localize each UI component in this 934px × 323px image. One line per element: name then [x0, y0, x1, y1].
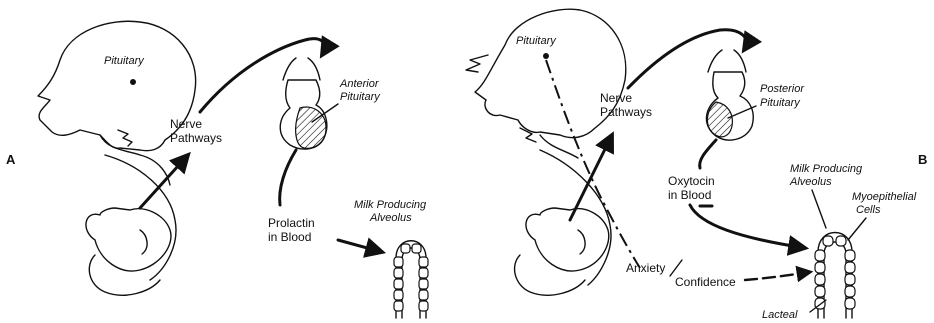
panel-a-alveolus-label-1: Milk Producing: [354, 199, 427, 211]
panel-b-cells-label-1: Myoepithelial: [852, 191, 917, 203]
panel-a-baby-arm: [89, 255, 160, 295]
panel-b-alveolus-label-1: Milk Producing: [790, 163, 863, 175]
panel-a-blood-line: [280, 150, 296, 205]
panel-b-alveolus: [815, 233, 855, 319]
panel-b-cells-label-2: Cells: [856, 204, 881, 216]
panel-b-signal-curve: [628, 30, 747, 88]
panel-b-alveolus-leader: [812, 190, 826, 228]
panel-a-neck-edge: [118, 130, 132, 146]
panel-b-letter: B: [918, 152, 927, 167]
panel-a-nerve-label-2: Pathways: [170, 131, 222, 145]
panel-b-hair-edge: [466, 55, 488, 72]
panel-a-hormone-label-1: Prolactin: [268, 216, 315, 230]
panel-b-confidence-arrow: [745, 272, 810, 280]
panel-a-pituitary-dot: [130, 79, 136, 85]
panel-b-gland-label-1: Posterior: [760, 83, 805, 95]
panel-a-signal-curve: [200, 39, 325, 112]
panel-a-baby-outline: [86, 208, 171, 271]
panel-a-gland-label-1: Anterior: [339, 78, 380, 90]
panel-a-gland-stalk: [283, 58, 320, 80]
panel-b-hormone-arrow: [690, 205, 805, 248]
panel-a-letter: A: [6, 152, 16, 167]
panel-b-nerve-arrow: [570, 135, 612, 220]
panel-b-anxiety-label: Anxiety: [626, 261, 665, 275]
panel-b-cells-leader: [848, 218, 866, 240]
panel-a-neck: [100, 135, 170, 185]
panel-b-nerve-label-1: Nerve: [600, 91, 632, 105]
panel-a-hormone-label-2: in Blood: [268, 230, 311, 244]
panel-b-baby-outline: [526, 208, 609, 271]
panel-a-anterior-lobe: [296, 107, 326, 148]
panel-b-alveolus-label-2: Alveolus: [789, 176, 832, 188]
panel-a-gland-label-2: Pituitary: [340, 91, 381, 103]
panel-b-hormone-label-1: Oxytocin: [668, 174, 715, 188]
panel-b-gland-stalk: [708, 50, 746, 72]
panel-b-anxiety-slash: [670, 260, 682, 276]
panel-b-confidence-label: Confidence: [675, 275, 736, 289]
panel-a-baby-ear: [140, 230, 147, 254]
panel-b-hormone-label-2: in Blood: [668, 188, 711, 202]
panel-a-nerve-label-1: Nerve: [170, 117, 202, 131]
panel-a-pituitary-label: Pituitary: [104, 55, 145, 67]
panel-a-nerve-arrow: [140, 155, 188, 208]
panel-b-lacteal-label: Lacteal: [762, 309, 798, 321]
panel-a-hormone-arrow: [338, 240, 382, 252]
panel-b-gland-leader: [728, 106, 756, 118]
panel-a-alveolus: [394, 241, 428, 318]
panel-a: A Pituitary Nerve Pathways Anterior Pitu…: [6, 21, 428, 318]
panel-b-blood-line: [700, 140, 716, 168]
panel-b-nerve-label-2: Pathways: [600, 105, 652, 119]
panel-b-baby-ear: [578, 230, 585, 254]
panel-b: B Pituitary Nerve Pathways Posterior Pit…: [466, 9, 927, 321]
panel-b-pituitary-label: Pituitary: [516, 35, 557, 47]
panel-b-baby-arm: [515, 255, 585, 295]
panel-b-posterior-lobe: [707, 102, 732, 137]
panel-b-pituitary-dot: [543, 53, 549, 59]
panel-b-gland-label-2: Pituitary: [760, 97, 801, 109]
panel-a-alveolus-label-2: Alveolus: [369, 212, 412, 224]
